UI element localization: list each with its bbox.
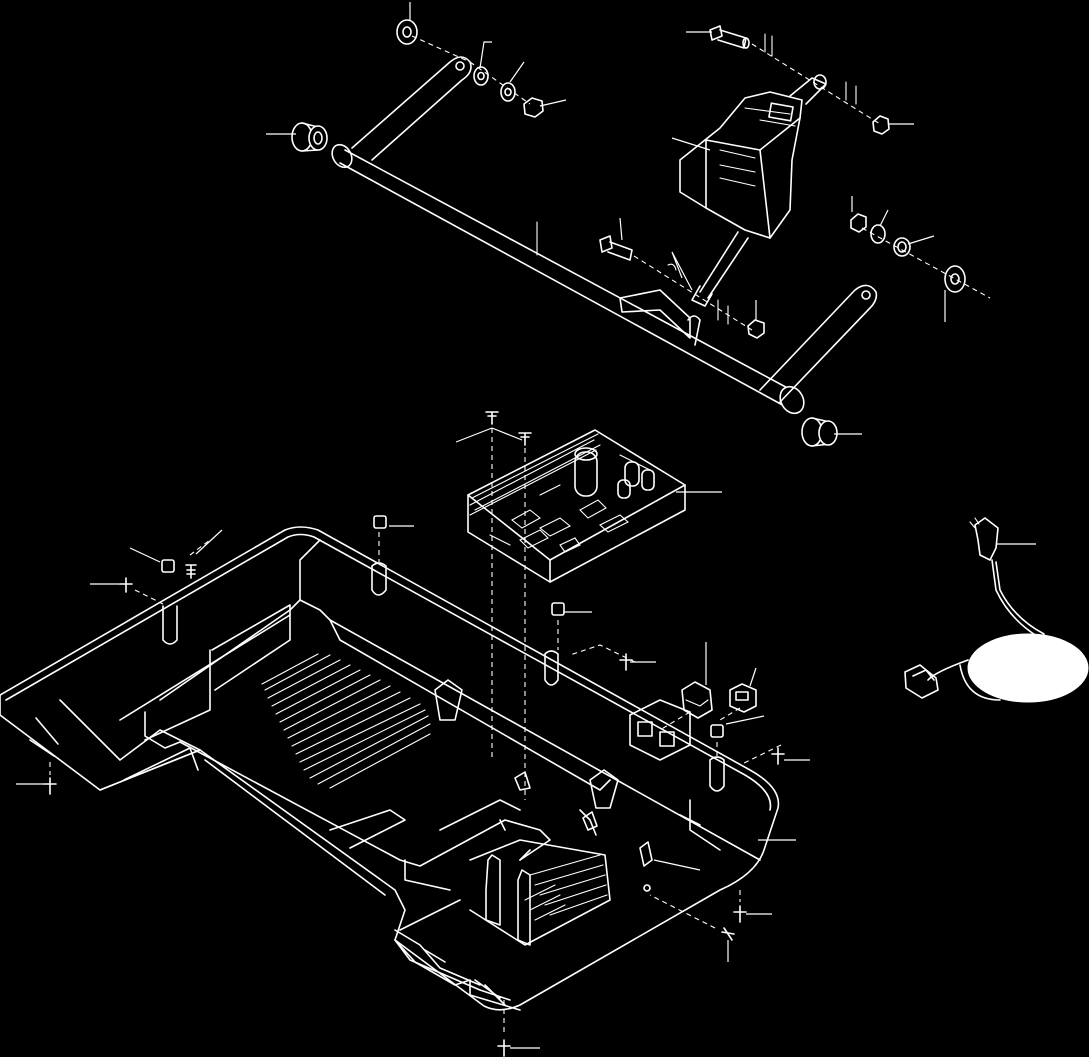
bushing-left	[291, 122, 328, 152]
motor-base-housing	[0, 526, 780, 1011]
power-cord	[904, 517, 1089, 703]
motor-control-board	[467, 429, 686, 583]
motor-nut	[872, 115, 890, 135]
washer-small	[473, 66, 489, 86]
board-screws	[485, 411, 532, 800]
nut-top-left	[523, 97, 544, 118]
motor-bolt	[709, 25, 750, 49]
nut-right	[850, 213, 867, 233]
washer-top	[396, 19, 418, 45]
lift-frame-assembly	[291, 19, 991, 447]
spacer-right	[893, 237, 911, 257]
lower-nut	[747, 319, 765, 339]
washer-right	[944, 265, 966, 293]
power-switch-panel	[629, 681, 757, 761]
callout-bubble	[967, 633, 1089, 703]
lower-bolt	[599, 235, 633, 261]
lift-motor	[599, 25, 890, 339]
lock-washer-right	[870, 224, 886, 244]
bushing-right	[801, 417, 838, 447]
vent-slots	[261, 653, 431, 789]
hardware-clips	[43, 515, 785, 1057]
callout-leader-lines	[16, 2, 1036, 1049]
